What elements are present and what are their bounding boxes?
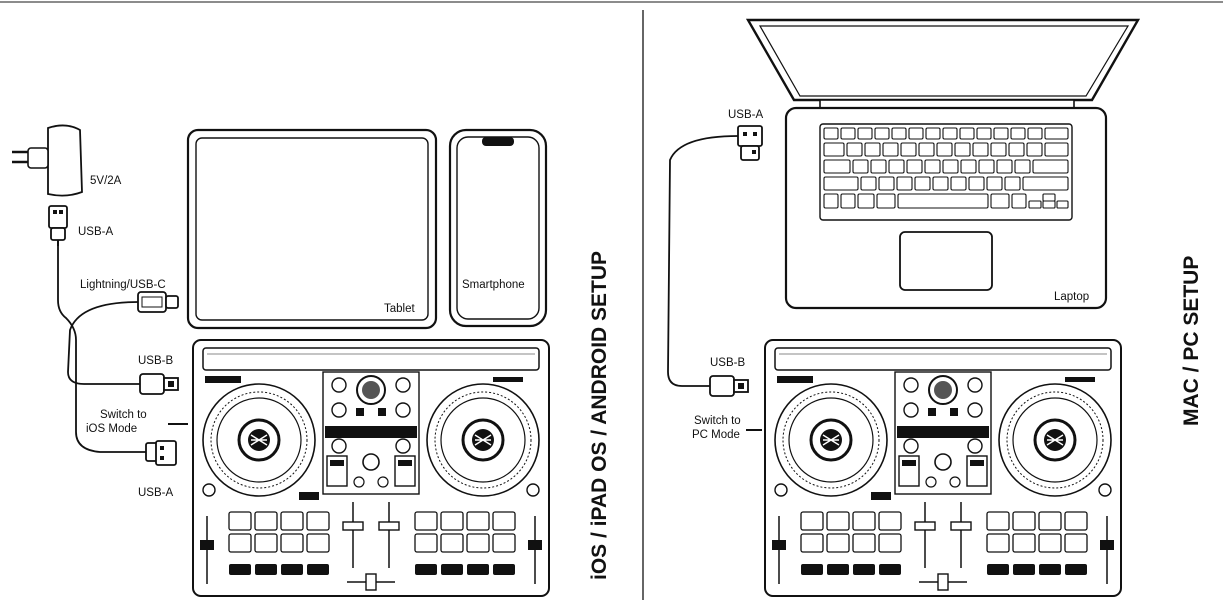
usb-b-connector-icon <box>139 373 179 395</box>
usb-b-label: USB-B <box>138 355 173 367</box>
smartphone-label: Smartphone <box>462 279 525 291</box>
switch-label-line2: iOS Mode <box>86 423 137 435</box>
usb-a-laptop-connector-icon <box>737 125 763 161</box>
left-setup-title: iOS / iPAD OS / ANDROID SETUP <box>588 251 611 580</box>
right-setup-title: MAC / PC SETUP <box>1180 256 1203 426</box>
usb-a-connector-icon <box>48 205 68 247</box>
tablet-icon <box>186 128 438 330</box>
usb-a-bottom-connector-icon <box>145 440 177 466</box>
smartphone-icon <box>448 128 548 328</box>
usb-a-bottom-label: USB-A <box>138 487 173 499</box>
dj-controller-left <box>191 338 551 598</box>
usb-b-right-connector-icon <box>709 375 749 397</box>
lightning-connector-icon <box>137 291 179 313</box>
switch-label-line1: Switch to <box>100 409 147 421</box>
lightning-label: Lightning/USB-C <box>80 279 166 291</box>
power-label: 5V/2A <box>90 175 122 187</box>
switch-right-line1: Switch to <box>694 415 741 427</box>
tablet-label: Tablet <box>384 303 415 315</box>
right-setup: Laptop USB-A USB-B Switch to PC Mode MAC… <box>667 18 1203 598</box>
laptop-icon <box>745 18 1141 310</box>
dj-controller-right <box>763 338 1123 598</box>
usb-a-right-label: USB-A <box>728 109 763 121</box>
switch-right-line2: PC Mode <box>692 429 740 441</box>
usb-b-right-label: USB-B <box>710 357 745 369</box>
power-adapter-icon <box>12 124 83 197</box>
left-setup: 5V/2A USB-A Lightning/USB-C USB-B Switch… <box>12 124 611 598</box>
usb-a-top-label: USB-A <box>78 226 113 238</box>
laptop-label: Laptop <box>1054 291 1089 303</box>
